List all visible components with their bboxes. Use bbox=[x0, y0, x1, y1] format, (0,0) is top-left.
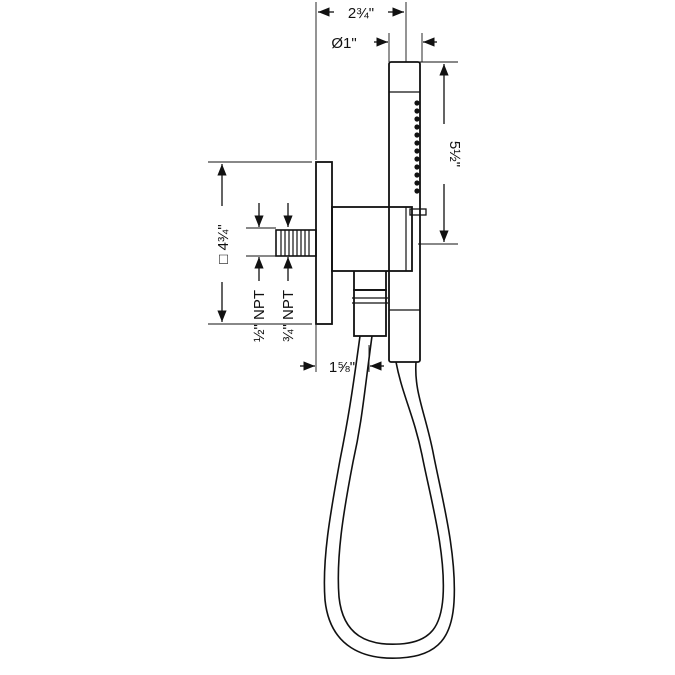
wall-plate bbox=[315, 161, 333, 325]
extension-lines bbox=[208, 2, 458, 372]
spray-nozzles bbox=[414, 100, 420, 194]
hand-shower bbox=[388, 61, 421, 363]
dim-overall-width: 2¾" bbox=[348, 5, 374, 22]
dim-diameter: Ø1" bbox=[331, 35, 356, 52]
dimension-arrows bbox=[217, 7, 449, 371]
dim-inlet-half-npt: ½" NPT bbox=[251, 290, 268, 342]
holder-body bbox=[331, 206, 427, 272]
hose-connector bbox=[352, 271, 388, 337]
threaded-inlet bbox=[275, 229, 317, 257]
dim-plate-square: □ 4¾" bbox=[215, 224, 232, 263]
dim-handshower-height: 5½" bbox=[446, 141, 463, 167]
dim-projection: 1⅝" bbox=[329, 359, 355, 376]
dim-inlet-three-quarter-npt: ¾" NPT bbox=[280, 290, 297, 342]
shower-hose bbox=[323, 335, 456, 659]
